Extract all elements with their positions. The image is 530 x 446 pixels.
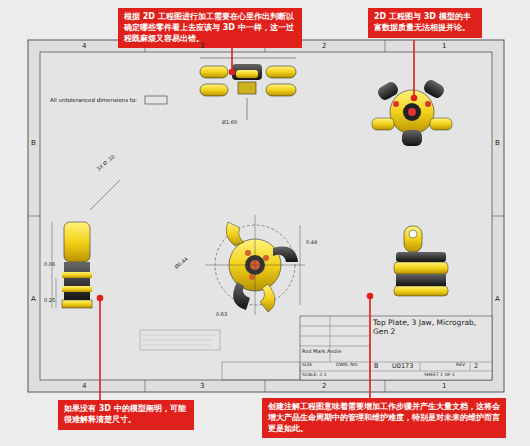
callout-box: 如果没有 3D 中的模型阐明，可能很难解释清楚尺寸。 — [58, 400, 194, 430]
title-block-text: SCALE: 2:1 — [302, 373, 327, 378]
title-block-text: DWG. NO. — [336, 363, 358, 368]
zone-marker: A — [495, 296, 500, 304]
callout-text: 根据 2D 工程图进行加工需要在心里作出判断以确定哪些零件看上去应该与 3D 中… — [124, 12, 296, 44]
title-block-text: SIZE — [302, 363, 312, 368]
zone-marker: 3 — [200, 43, 204, 51]
zone-marker: 2 — [322, 383, 326, 391]
zone-marker: 1 — [442, 43, 446, 51]
zone-marker: A — [31, 296, 36, 304]
zone-marker: 3 — [200, 383, 204, 391]
title-block-text: SHEET 1 OF 1 — [424, 373, 455, 378]
dimension-text: 0.25 — [44, 298, 55, 304]
callout-box: 根据 2D 工程图进行加工需要在心里作出判断以确定哪些零件看上去应该与 3D 中… — [118, 8, 302, 48]
title-block-text: REV — [456, 363, 465, 368]
zone-marker: 4 — [82, 383, 86, 391]
callout-text: 创建注解工程图意味着需要增加工作步骤并产生大量文档，这将会增大产品生命周期中的管… — [268, 402, 500, 434]
title-block-text: U0173 — [392, 363, 413, 370]
dimension-text: 0.44 — [306, 240, 317, 246]
callout-box: 2D 工程图与 3D 模型的丰富数据质量无法相提并论。 — [368, 8, 482, 38]
zone-marker: B — [31, 140, 36, 148]
title-block-text: B — [374, 363, 378, 370]
callout-box: 创建注解工程图意味着需要增加工作步骤并产生大量文档，这将会增大产品生命周期中的管… — [262, 398, 506, 438]
title-block-text: 2 — [474, 363, 478, 370]
callout-text: 如果没有 3D 中的模型阐明，可能很难解释清楚尺寸。 — [64, 404, 188, 426]
zone-marker: 4 — [82, 43, 86, 51]
zone-marker: 1 — [442, 383, 446, 391]
zone-marker: 2 — [322, 43, 326, 51]
zone-marker: B — [495, 140, 500, 148]
dimension-text: 0.63 — [216, 312, 227, 318]
title-block-text: Top Plate, 3 Jaw, Micrograb, Gen 2 — [373, 318, 491, 337]
dimension-text: 0.06 — [44, 262, 55, 268]
callout-text: 2D 工程图与 3D 模型的丰富数据质量无法相提并论。 — [374, 12, 476, 34]
title-block-text: Rod Mark Andie — [302, 349, 341, 355]
dimension-text: All untoleranced dimensions to: — [50, 97, 137, 103]
dimension-text: Ø1.60 — [222, 120, 237, 126]
